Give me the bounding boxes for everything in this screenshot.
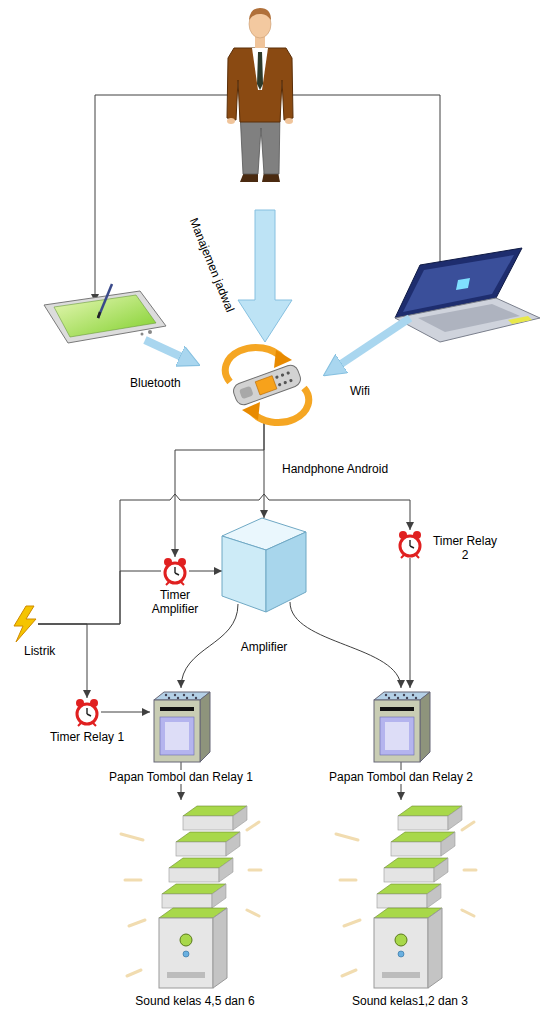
bolt-shape	[10, 606, 38, 642]
label-holder: Sound kelas1,2 dan 3	[330, 994, 490, 1008]
tower-icon	[374, 692, 430, 762]
sound-shape	[350, 800, 470, 990]
label-holder: Timer Amplifier	[140, 588, 210, 616]
bolt-icon	[14, 606, 36, 642]
clock-icon	[76, 699, 98, 726]
connector	[101, 712, 150, 713]
person-figure	[227, 8, 293, 182]
connector	[181, 604, 238, 688]
amp-icon	[222, 518, 306, 612]
connector	[264, 418, 265, 518]
label-holder: Papan Tombol dan Relay 1	[96, 770, 266, 784]
connector	[290, 602, 401, 688]
node-label: Listrik	[24, 644, 55, 658]
node-label: Amplifier	[241, 640, 288, 654]
timer-node: Timer Amplifier	[161, 557, 189, 585]
connector	[189, 571, 222, 572]
node-label: Timer Relay 1	[50, 730, 124, 744]
node-label: Sound kelas 4,5 dan 6	[135, 994, 254, 1008]
power-node: Listrik	[10, 606, 38, 642]
clock-icon	[164, 558, 186, 585]
tablet-icon	[44, 284, 166, 343]
label-holder: Timer Relay 2	[430, 534, 500, 562]
connector	[38, 571, 161, 624]
label-holder: Sound kelas 4,5 dan 6	[115, 994, 275, 1008]
schedule-arrow	[238, 210, 292, 342]
speaker-group: Sound kelas 4,5 dan 6	[135, 800, 255, 990]
tower-icon	[154, 692, 210, 762]
label-holder: Handphone Android	[282, 462, 412, 476]
tower-shape	[370, 688, 432, 762]
link-label: Wifi	[350, 384, 370, 398]
amplifier-node: Amplifier	[222, 518, 306, 612]
link-label: Bluetooth	[130, 376, 181, 390]
node-label: Papan Tombol dan Relay 1	[107, 770, 255, 784]
timer-node: Timer Relay 1	[73, 698, 101, 726]
timer-node: Timer Relay 2	[396, 530, 424, 558]
label-holder: Listrik	[24, 644, 84, 658]
sound-icon	[336, 806, 476, 988]
amp-shape	[222, 518, 306, 612]
phone-node: Handphone Android	[212, 352, 322, 418]
laptop-icon	[395, 248, 540, 342]
sound-shape	[135, 800, 255, 990]
label-holder: Timer Relay 1	[37, 730, 137, 744]
clock-icon	[399, 531, 421, 558]
node-label: Handphone Android	[282, 462, 388, 476]
label-holder: Amplifier	[204, 640, 324, 654]
node-label: Papan Tombol dan Relay 2	[327, 770, 475, 784]
bluetooth-arrow	[145, 340, 184, 358]
connector	[38, 494, 410, 624]
node-label: Timer Amplifier	[140, 588, 210, 616]
sound-icon	[121, 806, 261, 988]
speaker-group: Sound kelas1,2 dan 3	[350, 800, 470, 990]
clock-shape	[396, 530, 424, 558]
node-label: Sound kelas1,2 dan 3	[352, 994, 468, 1008]
clock-shape	[161, 557, 189, 585]
phone-shape	[212, 352, 322, 418]
node-label: Timer Relay 2	[430, 534, 500, 562]
connector	[410, 558, 411, 688]
relay-board: Papan Tombol dan Relay 1	[150, 688, 212, 762]
arrow-label: Manajemen jadwal	[183, 207, 241, 324]
connector	[38, 624, 87, 698]
phone-icon	[225, 347, 308, 422]
tower-shape	[150, 688, 212, 762]
relay-board: Papan Tombol dan Relay 2	[370, 688, 432, 762]
clock-shape	[73, 698, 101, 726]
wifi-arrow	[338, 318, 410, 366]
label-holder: Papan Tombol dan Relay 2	[316, 770, 486, 784]
